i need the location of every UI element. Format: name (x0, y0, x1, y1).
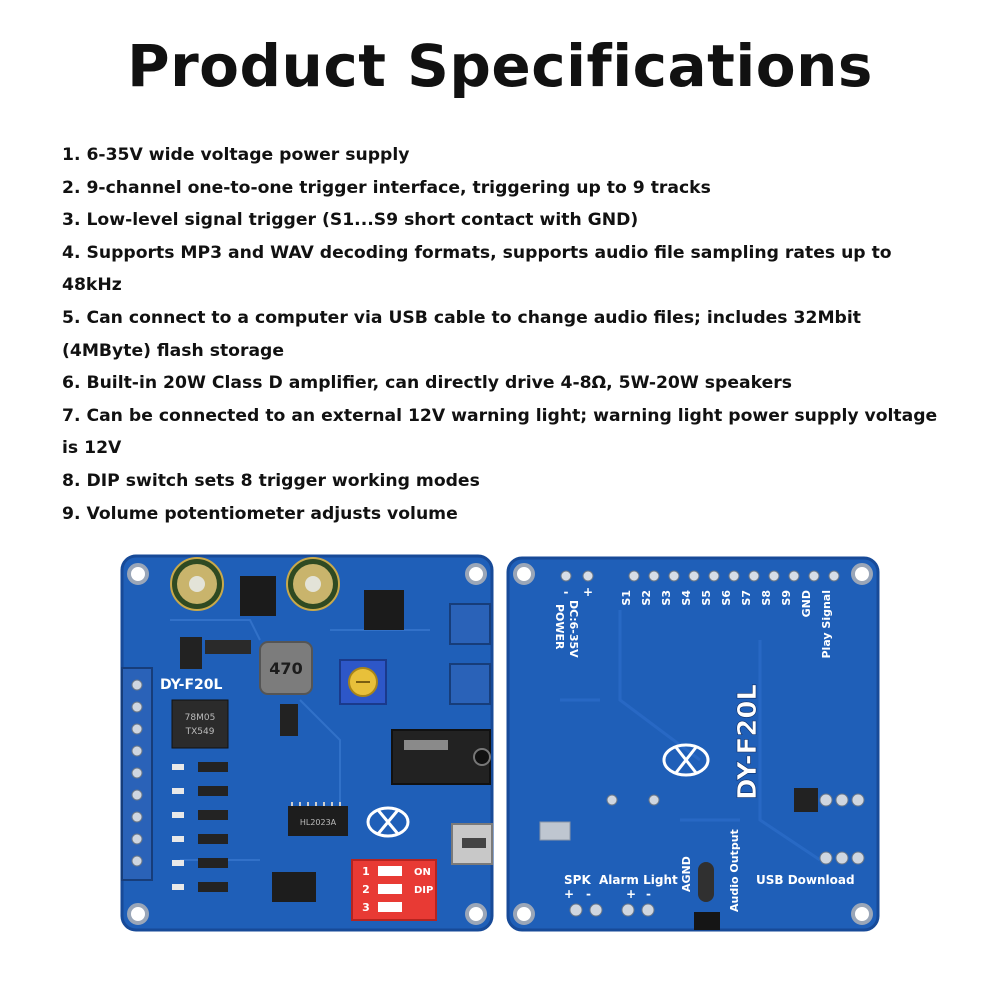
inductor-icon: 470 (259, 641, 313, 695)
inductor-label: 470 (269, 659, 302, 678)
pin-s2-label: S2 (640, 590, 653, 606)
dip-2-label: 2 (362, 883, 370, 896)
agnd-label: AGND (680, 856, 693, 892)
dip-switch[interactable]: 1 2 3 ON DIP (351, 859, 437, 921)
power-plus-label: + (583, 585, 593, 599)
pin-gnd-label: GND (800, 590, 813, 617)
power-minus-label: - (564, 585, 569, 599)
pin-s7-label: S7 (740, 590, 753, 606)
usb-download-label: USB Download (756, 873, 855, 887)
volume-potentiometer-icon[interactable] (339, 659, 387, 705)
dip-1-label: 1 (362, 865, 370, 878)
pin-s5-label: S5 (700, 590, 713, 606)
regulator-bottom-label: TX549 (185, 727, 215, 737)
dip-3-label: 3 (362, 901, 370, 914)
spec-item-1: 1. 6-35V wide voltage power supply (62, 145, 410, 165)
front-board: 470 DY-F20L 78M05 TX549 (120, 554, 494, 932)
dip-on-label: ON (414, 867, 431, 878)
brand-logo-icon (366, 806, 410, 838)
pin-s3-label: S3 (660, 590, 673, 606)
pin-s1-label: S1 (620, 590, 633, 606)
power-label: POWER (553, 604, 566, 650)
page-title: Product Specifications (127, 32, 873, 100)
audio-output-label: Audio Output (728, 829, 741, 912)
pin-s4-label: S4 (680, 590, 693, 606)
chip-label: HL2023A (300, 818, 337, 827)
voltage-regulator-icon: 78M05 TX549 (171, 699, 229, 749)
dip-dip-label: DIP (414, 885, 433, 896)
capacitor-icon (286, 557, 340, 611)
pin-play-signal-label: Play Signal (820, 590, 833, 659)
spec-item-3: 3. Low-level signal trigger (S1...S9 sho… (62, 210, 639, 231)
pin-s8-label: S8 (760, 590, 773, 606)
audio-jack-icon[interactable] (391, 729, 491, 785)
amplifier-chip-icon: HL2023A (288, 802, 348, 836)
pin-s9-label: S9 (780, 590, 793, 606)
spk-minus-label: - (586, 887, 591, 901)
spec-item-6: 6. Built-in 20W Class D amplifier, can d… (62, 373, 792, 394)
alarm-plus-label: + (626, 887, 636, 901)
power-voltage-label: DC:6-35V (567, 600, 580, 658)
capacitor-icon (170, 557, 224, 611)
spk-label: SPK (564, 873, 591, 887)
spec-item-9: 9. Volume potentiometer adjusts volume (62, 503, 458, 524)
usb-port-icon[interactable] (451, 823, 493, 865)
spec-item-5: 5. Can connect to a computer via USB cab… (62, 307, 861, 361)
alarm-light-label: Alarm Light (599, 873, 678, 887)
spec-item-8: 8. DIP switch sets 8 trigger working mod… (62, 470, 480, 491)
pin-s6-label: S6 (720, 590, 733, 606)
back-model-label: DY-F20L (733, 684, 763, 800)
back-board: - + DC:6-35V POWER S1 S2 S3 S4 S5 S6 S7 … (506, 556, 880, 932)
spec-item-2: 2. 9-channel one-to-one trigger interfac… (62, 177, 711, 198)
alarm-minus-label: - (646, 887, 651, 901)
spec-list: 1. 6-35V wide voltage power supply 2. 9-… (62, 139, 952, 530)
regulator-top-label: 78M05 (185, 713, 216, 723)
spec-item-7: 7. Can be connected to an external 12V w… (62, 405, 938, 459)
spec-item-4: 4. Supports MP3 and WAV decoding formats… (62, 242, 892, 296)
spk-plus-label: + (564, 887, 574, 901)
front-model-label: DY-F20L (160, 677, 223, 693)
brand-logo-icon (662, 743, 710, 777)
